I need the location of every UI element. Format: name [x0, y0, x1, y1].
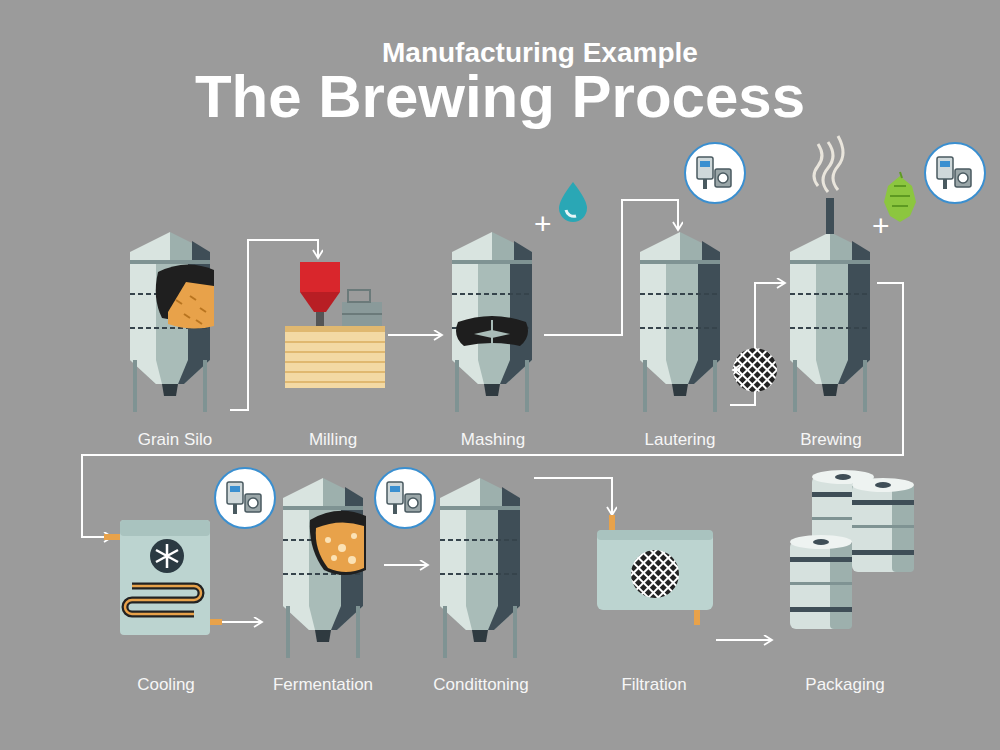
plus-sign: + — [534, 206, 552, 242]
grain-silo — [130, 232, 214, 412]
filter-unit-part — [597, 530, 713, 610]
cooler-part — [125, 586, 201, 614]
cooler-part — [156, 544, 178, 568]
conditioning-tank — [375, 468, 520, 658]
mash-tun — [452, 182, 587, 412]
grain-silo-part — [168, 282, 214, 329]
process-stage: Filtration — [592, 515, 716, 695]
stage-label: Lautering — [630, 430, 730, 450]
cooler-part — [120, 520, 210, 536]
mill-part — [300, 292, 340, 312]
stage-label: Cooling — [112, 675, 220, 695]
cooler-part — [208, 619, 222, 625]
process-stage: Fermentation — [262, 476, 384, 695]
mill-part — [342, 313, 382, 315]
cooler-part — [104, 534, 122, 540]
filter-unit-part — [609, 515, 615, 531]
mash-tun-part — [559, 182, 587, 222]
fermenter-part — [325, 537, 331, 543]
brew-kettle-part — [823, 142, 833, 192]
filter-unit-part — [631, 550, 679, 598]
stage-label: Mashing — [442, 430, 544, 450]
mill-part — [342, 302, 382, 326]
flow-arrow — [220, 621, 262, 623]
fermenter — [215, 468, 366, 658]
mash-tun-part — [566, 210, 576, 216]
filter-unit — [597, 515, 713, 625]
lauter-tun — [640, 143, 777, 412]
process-stage: Mashing — [442, 230, 544, 450]
cooler-part — [125, 586, 201, 614]
process-stage: Cooling — [112, 518, 220, 695]
plus-sign: + — [872, 208, 890, 244]
process-stage: Lautering — [630, 230, 730, 450]
cooler-part — [150, 539, 184, 573]
flow-arrow — [716, 639, 772, 641]
brew-kettle-part — [890, 186, 910, 206]
diagram-title: The Brewing Process — [0, 62, 1000, 132]
flow-arrow — [534, 478, 612, 515]
brew-kettle-part — [826, 198, 834, 234]
cooler-part — [120, 520, 210, 635]
fermenter-part — [348, 556, 356, 564]
mill — [285, 262, 385, 388]
filter-unit-part — [694, 609, 700, 625]
fermenter-part — [331, 555, 337, 561]
mill-part — [285, 326, 385, 332]
grain-silo-part — [176, 296, 206, 324]
stage-label: Filtration — [592, 675, 716, 695]
brew-kettle — [790, 136, 985, 412]
lauter-tun-part — [685, 143, 745, 203]
stage-label: Condittoning — [428, 675, 534, 695]
stage-label: Fermentation — [262, 675, 384, 695]
process-stage: Brewing — [785, 230, 877, 450]
stage-label: Grain Silo — [120, 430, 230, 450]
stage-label: Milling — [278, 430, 388, 450]
brew-kettle-part — [925, 143, 985, 203]
stage-label: Brewing — [785, 430, 877, 450]
flow-arrow — [384, 564, 428, 566]
stage-label: Packaging — [772, 675, 918, 695]
kegs-part — [790, 535, 852, 629]
lauter-tun-part — [733, 348, 777, 392]
subtitle: Manufacturing Example — [382, 36, 698, 70]
brew-kettle-part — [814, 144, 822, 186]
mill-part — [285, 332, 385, 388]
lauter-tun-part — [733, 365, 740, 375]
mill-part — [348, 290, 370, 302]
brew-kettle-part — [900, 172, 902, 178]
process-stage: Condittoning — [428, 476, 534, 695]
process-stage: Packaging — [772, 470, 918, 695]
flow-arrow — [730, 283, 785, 405]
fermenter-part — [338, 544, 346, 552]
flow-arrow — [388, 334, 442, 336]
lauter-tun-part — [640, 232, 720, 412]
filter-unit-part — [597, 530, 713, 540]
fermenter-part — [316, 522, 364, 572]
mash-tun-part — [456, 316, 528, 346]
mill-part — [285, 342, 385, 382]
kegs — [790, 470, 914, 629]
brew-kettle-part — [790, 232, 870, 412]
mash-tun-part — [491, 320, 493, 346]
kegs-part — [852, 478, 914, 572]
mash-tun-part — [452, 232, 532, 412]
mill-part — [316, 312, 324, 326]
fermenter-part — [215, 468, 275, 528]
brew-kettle-part — [833, 136, 843, 190]
conditioning-tank-part — [375, 468, 435, 528]
fermenter-part — [351, 533, 357, 539]
fermenter-part — [310, 511, 366, 575]
conditioning-tank-part — [440, 478, 520, 658]
process-stage: Milling — [278, 258, 388, 450]
mill-part — [300, 262, 340, 292]
cooler — [104, 520, 222, 635]
process-stage: Grain Silo — [120, 230, 230, 450]
